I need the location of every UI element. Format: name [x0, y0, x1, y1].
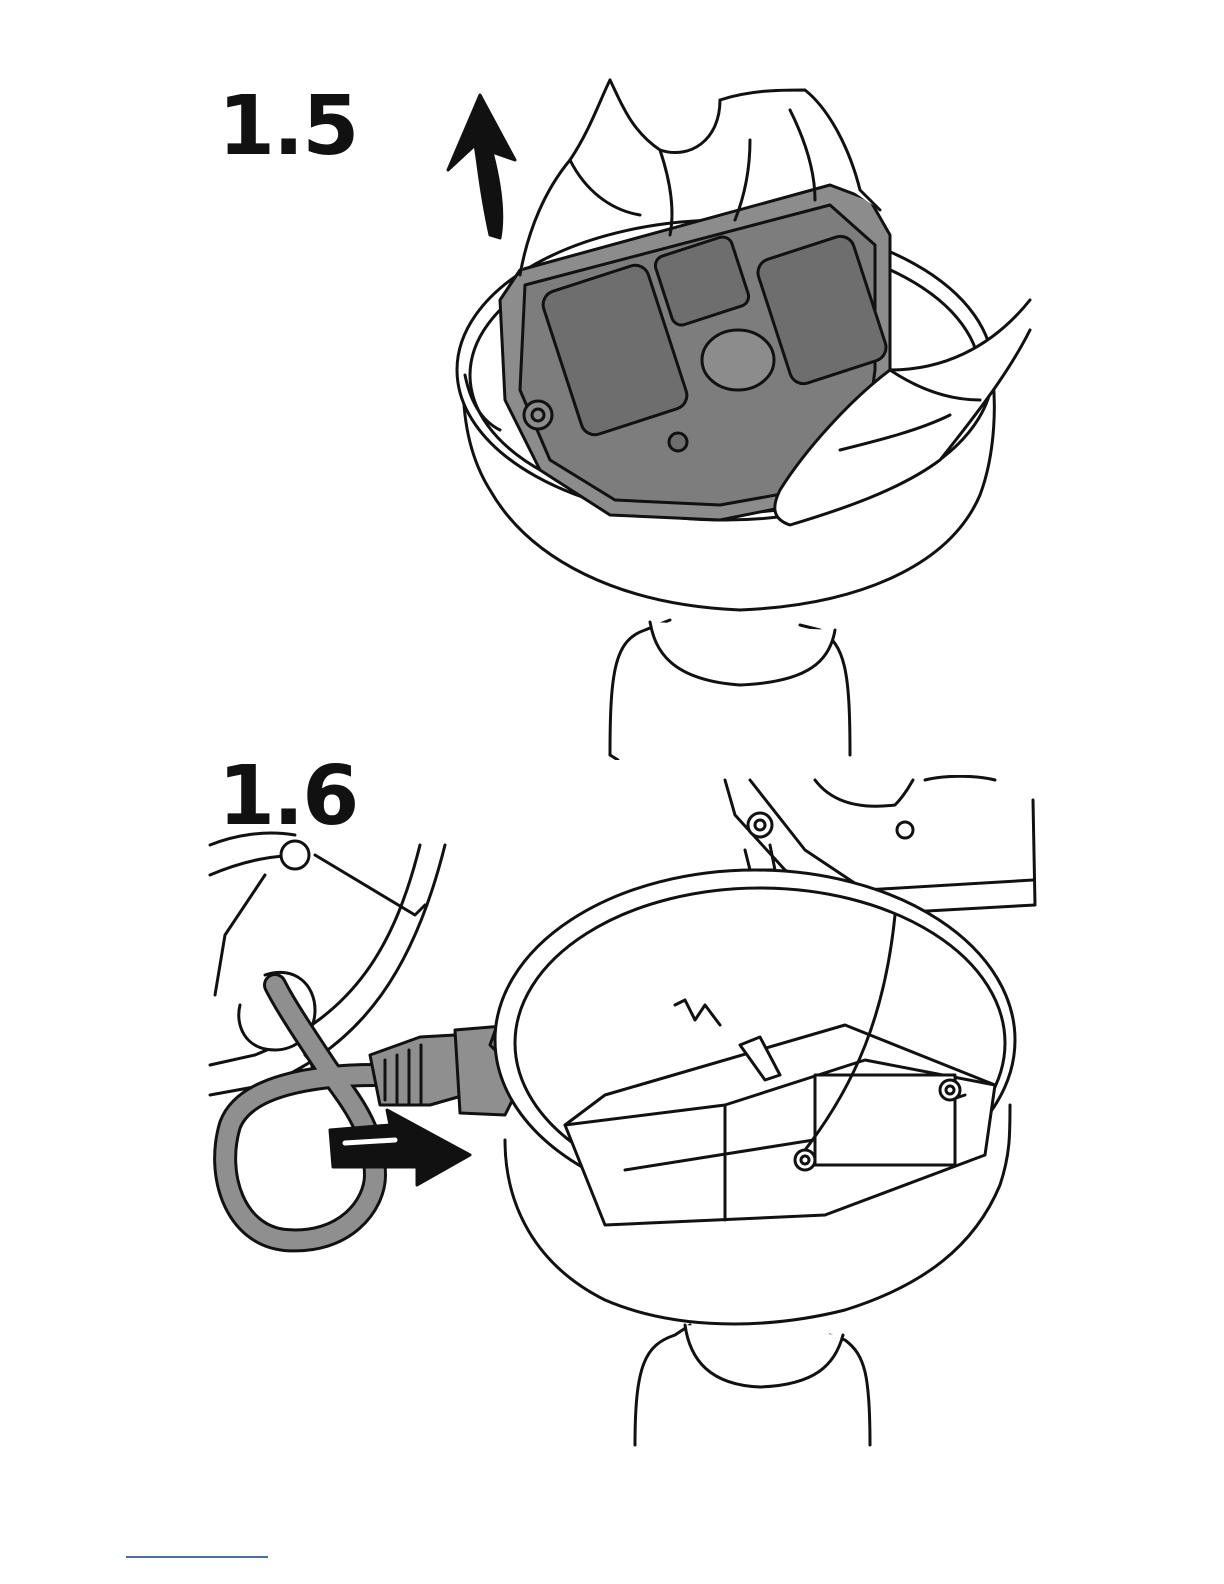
mount-pole: [610, 620, 850, 760]
step-number-1-5: 1.5: [218, 86, 357, 168]
illustration-connect-cable: [205, 775, 1060, 1455]
arrow-up-icon: [448, 95, 515, 238]
mount-bowl-open: [495, 870, 1015, 1324]
mount-pole-lower: [635, 1325, 870, 1445]
footer-rule: [126, 1556, 268, 1558]
illustration-remove-module: [420, 70, 1060, 760]
